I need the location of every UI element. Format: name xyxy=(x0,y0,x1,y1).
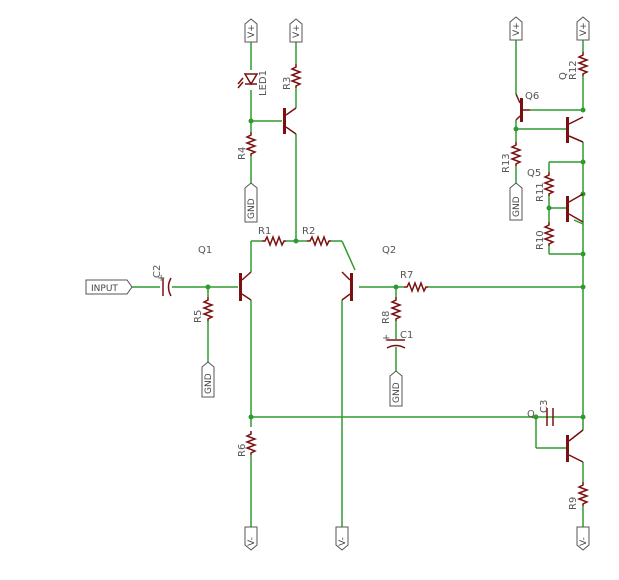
component-labels: LED1 R3 R4 R1 R2 Q1 Q2 C2 R5 R7 R8 C1 R6… xyxy=(152,60,579,510)
vminus-port-2: V- xyxy=(335,526,349,551)
r12-resistor xyxy=(578,51,588,77)
label-r5: R5 xyxy=(193,310,204,323)
r7-resistor xyxy=(403,282,429,292)
q1-transistor xyxy=(239,271,252,301)
r5-resistor xyxy=(203,296,213,322)
wires xyxy=(127,40,584,527)
q-bottom-transistor xyxy=(566,429,584,463)
label-r13: R13 xyxy=(501,153,512,173)
c1-capacitor: + xyxy=(382,333,406,349)
r8-resistor xyxy=(391,296,401,322)
label-r11: R11 xyxy=(535,182,546,202)
r9-resistor xyxy=(578,481,588,507)
svg-text:V+: V+ xyxy=(292,24,302,38)
gnd-port-2: GND xyxy=(201,361,215,398)
c2-capacitor: + xyxy=(157,273,172,297)
gnd-port-4: GND xyxy=(509,182,523,221)
label-r12: R12 xyxy=(568,60,579,80)
led1-symbol xyxy=(237,73,259,89)
vminus-port-1: V- xyxy=(244,526,258,551)
svg-text:INPUT: INPUT xyxy=(91,284,118,294)
r6-resistor xyxy=(246,430,256,456)
svg-text:GND: GND xyxy=(247,198,257,219)
gnd-port-3: GND xyxy=(389,370,403,407)
r3-resistor xyxy=(291,63,301,89)
svg-text:V-: V- xyxy=(338,537,348,546)
svg-text:+: + xyxy=(382,333,390,344)
svg-text:GND: GND xyxy=(392,382,402,403)
r11-resistor xyxy=(544,171,554,197)
r10-resistor xyxy=(544,221,554,247)
label-q1: Q1 xyxy=(198,245,212,256)
label-q6: Q6 xyxy=(525,91,539,102)
vplus-port-1: V+ xyxy=(244,18,258,43)
label-c3: C3 xyxy=(539,400,550,413)
label-r3: R3 xyxy=(282,77,293,90)
input-port: INPUT xyxy=(85,279,133,295)
svg-text:+: + xyxy=(157,273,165,284)
label-q-top: Q xyxy=(558,72,569,80)
q2-transistor xyxy=(341,271,353,301)
gnd-port-1: GND xyxy=(244,182,258,223)
label-q5: Q5 xyxy=(527,168,541,179)
label-r1: R1 xyxy=(258,226,271,237)
svg-text:V-: V- xyxy=(579,537,589,546)
q5-transistor xyxy=(566,193,584,223)
svg-text:V+: V+ xyxy=(512,22,522,36)
svg-text:GND: GND xyxy=(512,196,522,217)
label-q2: Q2 xyxy=(382,245,396,256)
label-r2: R2 xyxy=(302,226,315,237)
svg-text:V+: V+ xyxy=(579,22,589,36)
q-top-transistor xyxy=(566,116,584,143)
r13-resistor xyxy=(511,141,521,167)
vplus-port-4: V+ xyxy=(576,16,590,41)
svg-text:V-: V- xyxy=(247,537,257,546)
r4-resistor xyxy=(246,131,256,157)
label-c2: C2 xyxy=(152,265,163,278)
label-r6: R6 xyxy=(237,444,248,457)
svg-text:V+: V+ xyxy=(247,24,257,38)
label-r8: R8 xyxy=(381,311,392,324)
label-c1: C1 xyxy=(400,330,413,341)
q6-transistor xyxy=(515,93,530,122)
r1-resistor xyxy=(261,236,287,246)
label-q-bottom: Q xyxy=(527,409,535,420)
vplus-port-2: V+ xyxy=(289,18,303,43)
label-led1: LED1 xyxy=(258,70,269,96)
c3-capacitor xyxy=(546,408,554,426)
label-r10: R10 xyxy=(535,230,546,250)
svg-text:GND: GND xyxy=(204,373,214,394)
label-r9: R9 xyxy=(568,497,579,510)
label-r4: R4 xyxy=(237,147,248,160)
vminus-port-3: V- xyxy=(576,526,590,551)
vplus-port-3: V+ xyxy=(509,16,523,41)
led-driver-transistor xyxy=(283,107,297,135)
r2-resistor xyxy=(306,236,332,246)
label-r7: R7 xyxy=(400,270,413,281)
